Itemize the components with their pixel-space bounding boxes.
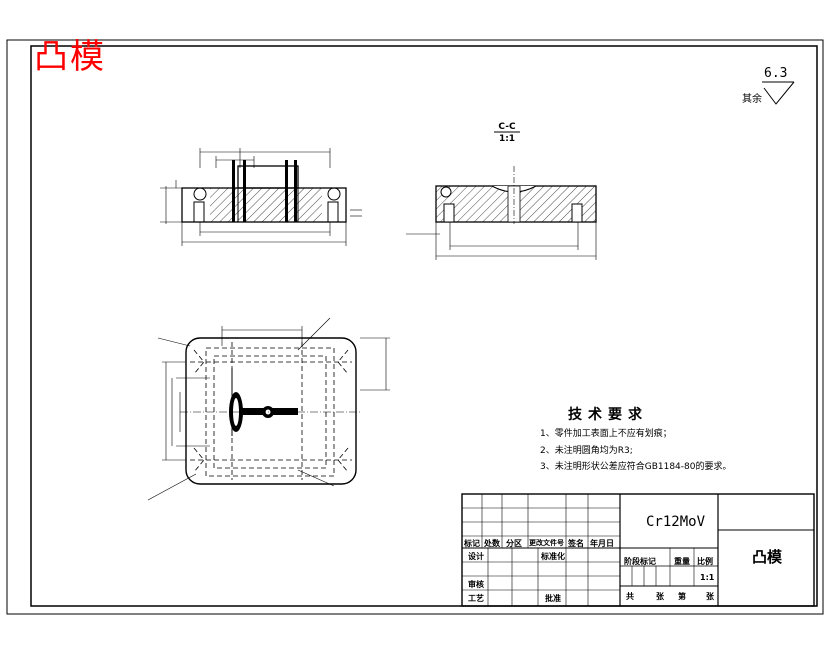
section-scale: 1:1 xyxy=(498,134,516,144)
tb-footer-sheets-1: 张 xyxy=(656,592,664,601)
tb-scale-value: 1:1 xyxy=(700,573,715,582)
tb-header-date: 年月日 xyxy=(590,539,614,548)
tb-header-mark: 标记 xyxy=(464,539,480,548)
front-section-view xyxy=(160,148,362,246)
tech-requirements-title: 技术要求 xyxy=(568,407,648,423)
roughness-rest-label: 其余 xyxy=(742,94,762,105)
tech-requirement-1: 1、零件加工表面上不应有划痕； xyxy=(540,429,672,439)
tb-header-count: 处数 xyxy=(484,539,500,548)
tech-requirement-3: 3、未注明形状公差应符合GB1184-80的要求。 xyxy=(540,462,732,472)
tb-footer-sheets-2: 张 xyxy=(706,592,714,601)
section-label: C-C xyxy=(498,122,516,132)
tb-row-standardization: 标准化 xyxy=(541,552,565,561)
tb-row-review: 审核 xyxy=(468,580,484,589)
outer-border xyxy=(6,39,824,615)
tb-row-process: 工艺 xyxy=(468,594,484,603)
roughness-symbol xyxy=(762,81,795,105)
tb-weight: 重量 xyxy=(674,557,690,566)
tb-header-change-doc: 更改文件号 xyxy=(529,539,564,547)
tb-header-zone: 分区 xyxy=(506,539,522,548)
tech-requirement-2: 2、未注明圆角均为R3; xyxy=(540,446,633,456)
tb-row-approve: 批准 xyxy=(545,594,561,603)
drawing-title-red: 凸模 xyxy=(34,37,106,77)
title-block xyxy=(461,493,815,607)
inner-frame xyxy=(30,45,818,607)
tb-footer-sheet-no: 第 xyxy=(678,592,686,601)
cc-section-view xyxy=(406,166,597,260)
tb-stage-mark: 阶段标记 xyxy=(624,557,656,566)
material-name: Cr12MoV xyxy=(646,514,706,530)
part-name: 凸模 xyxy=(752,548,783,566)
tb-scale-label: 比例 xyxy=(697,557,713,566)
tb-footer-total: 共 xyxy=(626,592,634,601)
roughness-value: 6.3 xyxy=(764,66,788,81)
tb-row-design: 设计 xyxy=(468,552,484,561)
tb-header-signature: 签名 xyxy=(568,539,584,548)
top-view xyxy=(147,317,390,501)
